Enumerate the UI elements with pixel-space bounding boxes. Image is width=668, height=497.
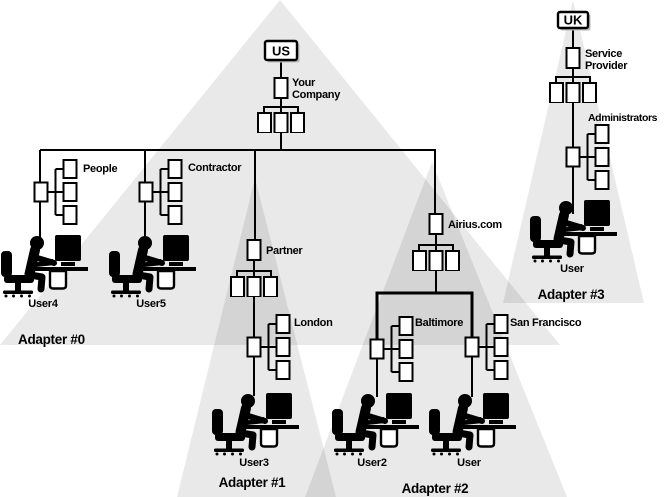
airius-children-trio [412, 244, 460, 271]
airius-box [428, 213, 444, 235]
user4-label: User4 [28, 298, 59, 310]
us-root-label: US [272, 44, 290, 59]
uk-children-trio [549, 76, 597, 103]
user-sf-label: User [457, 457, 482, 469]
baltimore-label: Baltimore [415, 317, 463, 329]
service-provider-label-line1: Service [585, 48, 622, 60]
user3-label: User3 [239, 457, 269, 469]
your-company-label-line1: Your [292, 77, 316, 89]
trunk-line [40, 149, 436, 215]
adapter2-label: Adapter #2 [402, 481, 469, 496]
service-provider-box [565, 47, 581, 69]
adapter0-label: Adapter #0 [18, 332, 85, 347]
san-francisco-label: San Francisco [510, 317, 582, 329]
london-label: London [294, 317, 333, 329]
cities-splitter-line [375, 291, 474, 340]
contractor-label: Contractor [188, 162, 242, 174]
user5-label: User5 [136, 298, 166, 310]
partner-children-trio [230, 270, 278, 297]
user2-label: User2 [357, 457, 387, 469]
people-label: People [83, 163, 117, 175]
partner-box [246, 239, 262, 261]
administrators-label: Administrators [588, 112, 658, 124]
uk-root-node: UK [556, 10, 591, 31]
company-children-trio [257, 106, 305, 133]
user-uk-label: User [560, 263, 585, 275]
partner-label: Partner [266, 245, 303, 257]
your-company-label-line2: Company [292, 89, 341, 101]
adapter1-label: Adapter #1 [219, 475, 287, 490]
uk-root-label: UK [564, 13, 583, 28]
adapter3-label: Adapter #3 [538, 287, 606, 302]
airius-label: Airius.com [448, 219, 502, 231]
us-root-node: US [263, 39, 300, 63]
service-provider-label-line2: Provider [585, 60, 628, 72]
your-company-box [273, 77, 289, 99]
